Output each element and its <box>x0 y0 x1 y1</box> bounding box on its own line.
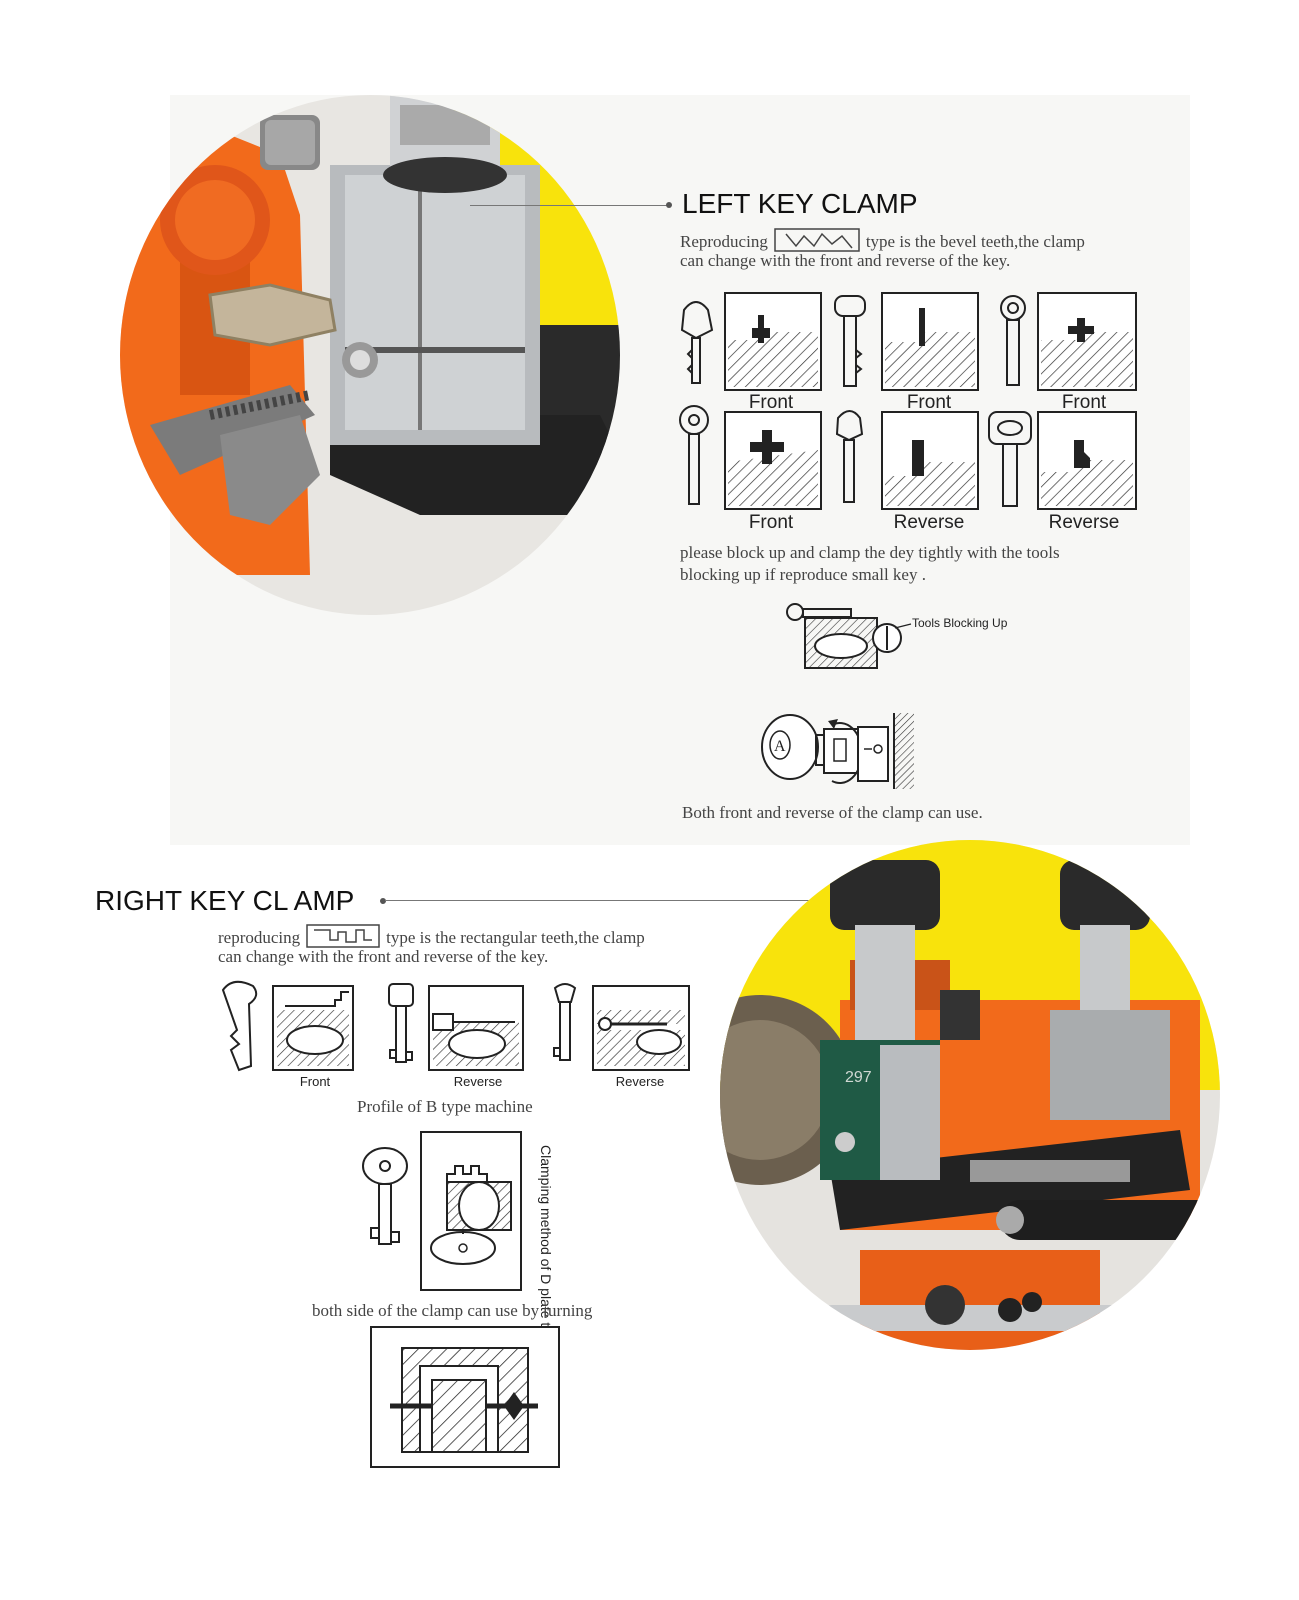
right-clamp-photo: 297 <box>720 840 1220 1350</box>
tools-blocking-diagram <box>786 603 912 669</box>
tools-blocking-label: Tools Blocking Up <box>912 616 1008 630</box>
left-clamp-key-grid <box>679 292 1137 510</box>
left-label-r1-c1: Front <box>748 392 794 413</box>
left-label-r2-c1: Front <box>748 512 794 533</box>
intro-text-start: Reproducing <box>680 231 768 251</box>
d-plate-label: Clamping method of D plate type <box>538 1145 554 1349</box>
right-label-2: Reverse <box>453 1074 503 1089</box>
block-note-line1: please block up and clamp the dey tightl… <box>680 543 1060 562</box>
right-clamp-leader <box>385 900 830 901</box>
block-note-line2: blocking up if reproduce small key . <box>680 565 926 584</box>
right-clamp-intro: reproducing type is the rectangular teeth… <box>218 924 645 954</box>
profile-note: Profile of B type machine <box>357 1097 533 1116</box>
left-label-r1-c2: Front <box>906 392 952 413</box>
right-clamp-key-row <box>221 980 690 1072</box>
right-clamp-leader-dot <box>380 898 386 904</box>
both-front-reverse-note: Both front and reverse of the clamp can … <box>682 803 983 822</box>
rectangular-teeth-icon <box>306 924 380 954</box>
right-label-1: Front <box>299 1074 331 1089</box>
left-clamp-intro-line2: can change with the front and reverse of… <box>680 251 1011 270</box>
left-label-r2-c3: Reverse <box>1048 512 1120 533</box>
key-icon <box>680 301 714 384</box>
bevel-teeth-icon <box>774 228 860 258</box>
right-clamp-intro-line2: can change with the front and reverse of… <box>218 947 549 966</box>
left-clamp-leader-dot <box>666 202 672 208</box>
intro-text-start: reproducing <box>218 927 301 947</box>
left-clamp-intro: Reproducing type is the bevel teeth,the c… <box>680 228 1085 258</box>
left-clamp-heading: LEFT KEY CLAMP <box>682 188 918 219</box>
left-label-r2-c2: Reverse <box>893 512 965 533</box>
left-clamp-photo <box>120 95 620 615</box>
intro-text-end: type is the bevel teeth,the clamp <box>865 231 1085 251</box>
clamp-code: 297 <box>845 1069 872 1086</box>
clamp-letter: A <box>774 738 786 755</box>
right-clamp-heading: RIGHT KEY CL AMP <box>95 885 355 916</box>
clamp-rotation-diagram: A <box>761 713 914 789</box>
intro-text-end: type is the rectangular teeth,the clamp <box>386 927 645 947</box>
right-label-3: Reverse <box>615 1074 665 1089</box>
turning-clamp-diagram <box>370 1326 560 1468</box>
turning-note: both side of the clamp can use by turnin… <box>312 1301 593 1320</box>
left-label-r1-c3: Front <box>1061 392 1107 413</box>
d-plate-diagram <box>362 1131 522 1291</box>
left-clamp-leader <box>470 205 670 206</box>
